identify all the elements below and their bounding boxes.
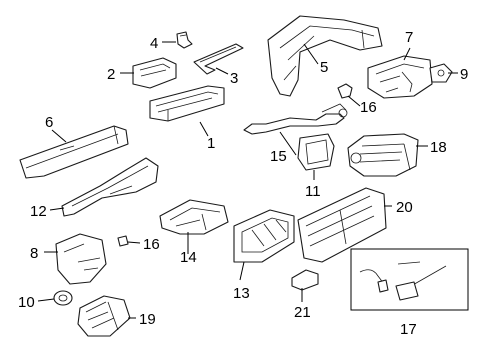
callout-16-lower: 16: [143, 236, 160, 253]
part-12-lower-duct[interactable]: [61, 157, 159, 217]
part-20-dash-vent[interactable]: [297, 187, 387, 263]
callout-9: 9: [460, 66, 468, 83]
part-19-lower-vent[interactable]: [77, 295, 131, 337]
part-5-large-duct[interactable]: [267, 15, 383, 97]
callout-2: 2: [107, 66, 115, 83]
callout-14: 14: [180, 249, 197, 266]
part-17-kit-parts[interactable]: [359, 261, 447, 301]
callout-5: 5: [320, 59, 328, 76]
part-14-center-vent[interactable]: [159, 199, 229, 235]
part-21-sensor[interactable]: [291, 269, 319, 291]
callout-21: 21: [294, 304, 311, 321]
callout-12: 12: [30, 203, 47, 220]
part-18-vent-assembly[interactable]: [347, 133, 419, 177]
part-8-blower[interactable]: [55, 233, 107, 285]
part-15-hose[interactable]: [243, 103, 348, 135]
part-10-grommet[interactable]: [53, 290, 73, 306]
callout-1: 1: [207, 135, 215, 152]
part-9-connector[interactable]: [429, 63, 453, 83]
part-17-kit-box: [350, 248, 469, 311]
part-16-lower-clip[interactable]: [117, 235, 129, 247]
callout-6: 6: [45, 114, 53, 131]
callout-8: 8: [30, 245, 38, 262]
callout-11: 11: [305, 183, 321, 200]
part-7-vent-housing[interactable]: [367, 55, 433, 99]
callout-15: 15: [270, 148, 287, 165]
leader-lines: [37, 41, 458, 319]
part-6-side-duct[interactable]: [19, 125, 129, 179]
part-4-clip[interactable]: [176, 31, 193, 49]
callout-17: 17: [400, 321, 417, 338]
callout-16-upper: 16: [360, 99, 377, 116]
callout-18: 18: [430, 139, 447, 156]
callout-3: 3: [230, 70, 238, 87]
callout-4: 4: [150, 35, 158, 52]
part-11-outlet[interactable]: [297, 133, 335, 171]
callout-10: 10: [18, 294, 35, 311]
part-13-center-panel[interactable]: [233, 209, 295, 263]
part-2-outlet-bezel[interactable]: [132, 57, 177, 89]
part-1-duct-tray[interactable]: [149, 85, 225, 122]
callout-numbers: 1 2 3 4 5 6 7 8 9 10 11 12 13 14 15 16 1…: [18, 29, 468, 338]
part-16-upper-clip[interactable]: [337, 83, 353, 99]
part-3-bracket[interactable]: [193, 43, 244, 75]
callout-13: 13: [233, 285, 250, 302]
callout-7: 7: [405, 29, 413, 46]
callout-19: 19: [139, 311, 156, 328]
callout-20: 20: [396, 199, 413, 216]
